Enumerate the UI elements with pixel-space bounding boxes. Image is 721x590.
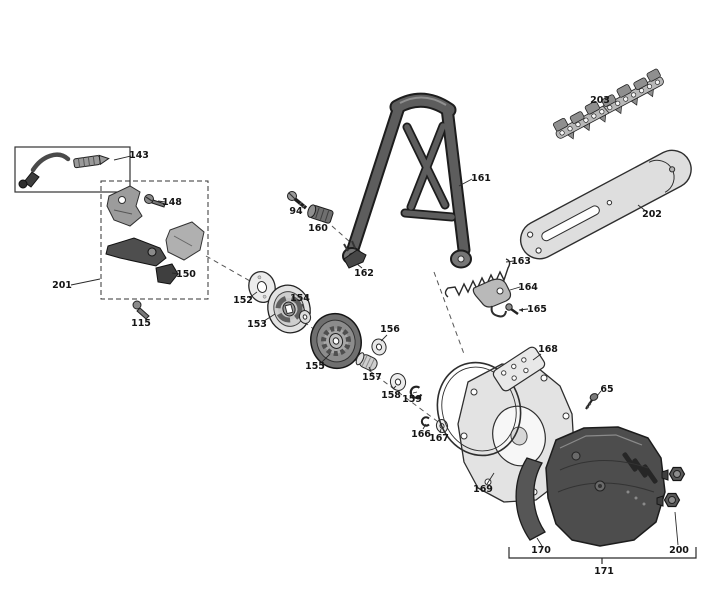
part-label-200: 200 <box>669 545 689 556</box>
part-label-163: 163 <box>511 256 531 267</box>
part-label-154: 154 <box>290 293 310 304</box>
part-label-155: 155 <box>305 361 325 372</box>
part-label-162: 162 <box>354 268 374 279</box>
part-label-157: 157 <box>362 372 382 383</box>
brake-bracket <box>106 185 143 227</box>
part-label-169: 169 <box>473 484 493 495</box>
screw-148 <box>144 194 166 208</box>
part-label-94: 94 <box>289 206 303 217</box>
part-label-161: 161 <box>471 173 491 184</box>
chain-guard-170 <box>515 457 546 541</box>
part-label-160: 160 <box>308 223 328 234</box>
part-label-143: 143 <box>129 150 149 161</box>
barb-fitting <box>73 154 110 169</box>
brake-pawl <box>155 263 179 285</box>
part-label-156: 156 <box>380 324 400 335</box>
e-clip-159 <box>409 385 423 399</box>
front-handle-frame <box>342 92 472 269</box>
chain-rivets <box>559 79 660 136</box>
screw-115 <box>132 300 150 320</box>
bar-nuts-200 <box>656 466 686 508</box>
ring-156 <box>371 338 387 356</box>
spacer-154 <box>298 310 312 324</box>
part-label-203: 203 <box>590 95 610 106</box>
part-label-153: 153 <box>247 319 267 330</box>
clutch-drum-155 <box>310 312 362 370</box>
screw-165 <box>505 303 519 316</box>
screw-65 <box>585 393 599 410</box>
clip-166 <box>420 416 430 427</box>
cover-vents <box>622 452 658 484</box>
bushing-160 <box>307 204 334 224</box>
part-label-150: 150 <box>176 269 196 280</box>
part-label-158: 158 <box>381 390 401 401</box>
connector-162 <box>343 240 367 269</box>
part-label-65: 65 <box>600 384 613 395</box>
clutch-153 <box>267 284 311 334</box>
part-label-148: 148 <box>162 197 182 208</box>
part-label-159: 159 <box>402 394 422 405</box>
oil-hose <box>30 152 71 173</box>
spring-163 <box>444 258 511 298</box>
part-label-170: 170 <box>531 545 551 556</box>
saw-chain <box>552 68 664 140</box>
part-label-166: 166 <box>411 429 431 440</box>
side-cover <box>545 426 666 547</box>
washer-158 <box>389 373 407 391</box>
part-label-164: 164 <box>518 282 538 293</box>
brake-trigger <box>165 221 205 261</box>
guide-bar <box>519 149 692 260</box>
part-label-152: 152 <box>233 295 253 306</box>
part-label-167: 167 <box>429 433 449 444</box>
part-label-115: 115 <box>131 318 151 329</box>
washer-152 <box>248 271 276 303</box>
chain-catcher-164 <box>472 278 512 318</box>
chain-drive-links <box>567 88 654 140</box>
brake-group-box <box>100 180 209 300</box>
bolt-94 <box>287 191 308 210</box>
chain-cutters <box>552 68 661 132</box>
part-label-202: 202 <box>642 209 662 220</box>
brake-lever <box>105 237 167 267</box>
part-labels: 143 148 150 201 115 152 153 154 155 156 … <box>52 95 689 577</box>
brake-band <box>436 361 522 457</box>
group-bracket-171 <box>508 547 697 564</box>
part-label-168: 168 <box>538 344 558 355</box>
hose-kit-box <box>14 146 131 193</box>
hose-elbow <box>23 171 40 188</box>
plate-168 <box>492 346 546 392</box>
needle-bearing-157 <box>355 352 378 371</box>
part-label-201: 201 <box>52 280 72 291</box>
part-label-171: 171 <box>594 566 614 577</box>
leader-arrow-165 <box>519 308 523 312</box>
part-label-165: 165 <box>527 304 547 315</box>
